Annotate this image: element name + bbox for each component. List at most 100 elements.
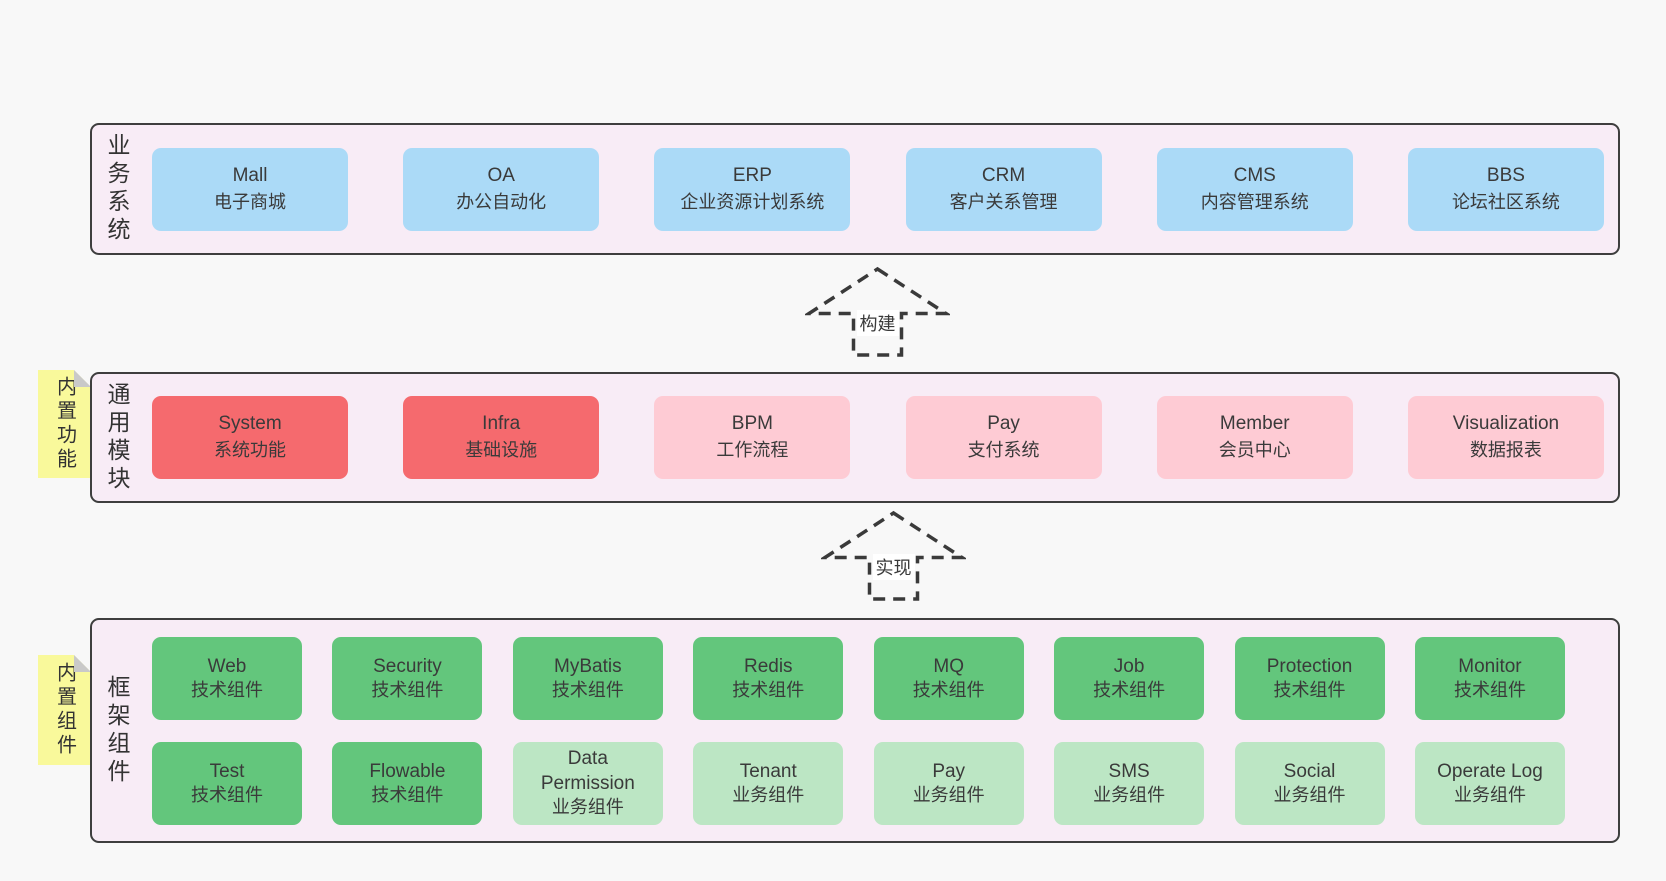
arrow-implement: 实现 xyxy=(821,510,966,602)
arrow-label: 构建 xyxy=(856,310,899,336)
box-security: Security 技术组件 xyxy=(332,636,483,720)
box-subtitle: 技术组件 xyxy=(1453,679,1526,700)
box-protection: Protection 技术组件 xyxy=(1234,636,1385,720)
box-subtitle: 论坛社区系统 xyxy=(1451,191,1560,212)
box-subtitle: 业务组件 xyxy=(1273,784,1346,805)
box-operate-log: Operate Log 业务组件 xyxy=(1414,741,1565,825)
box-job: Job 技术组件 xyxy=(1054,636,1205,720)
box-flowable: Flowable 技术组件 xyxy=(332,741,483,825)
components-row-2: Test 技术组件 Flowable 技术组件 Data Permission … xyxy=(152,741,1565,825)
box-name: Pay xyxy=(932,760,966,782)
box-infra: Infra 基础设施 xyxy=(403,396,600,479)
box-name: MQ xyxy=(933,655,964,677)
box-mybatis: MyBatis 技术组件 xyxy=(512,636,663,720)
box-subtitle: 会员中心 xyxy=(1218,440,1291,461)
band-label: 框架组件 xyxy=(104,674,130,787)
box-name: MyBatis xyxy=(554,655,622,677)
box-subtitle: 支付系统 xyxy=(967,440,1040,461)
box-subtitle: 业务组件 xyxy=(1453,784,1526,805)
box-subtitle: 基础设施 xyxy=(465,440,538,461)
box-name: BBS xyxy=(1486,164,1525,186)
box-name: Security xyxy=(373,655,442,677)
box-name: Infra xyxy=(482,413,521,435)
components-row-1: Web 技术组件 Security 技术组件 MyBatis 技术组件 Redi… xyxy=(152,636,1565,720)
box-subtitle: 技术组件 xyxy=(191,679,263,700)
box-subtitle: 业务组件 xyxy=(551,797,624,818)
box-erp: ERP 企业资源计划系统 xyxy=(654,147,851,231)
box-subtitle: 业务组件 xyxy=(912,784,985,805)
box-subtitle: 客户关系管理 xyxy=(949,191,1058,212)
box-subtitle: 技术组件 xyxy=(912,679,985,700)
box-name: Member xyxy=(1219,413,1290,435)
box-test: Test 技术组件 xyxy=(152,741,302,825)
box-tenant: Tenant 业务组件 xyxy=(693,741,844,825)
band-label: 业务系统 xyxy=(104,133,130,245)
box-subtitle: 内容管理系统 xyxy=(1200,191,1309,212)
box-name: Redis xyxy=(743,655,793,677)
band-content: System 系统功能 Infra 基础设施 BPM 工作流程 Pay 支付系统… xyxy=(128,374,1618,501)
box-name: System xyxy=(218,413,282,435)
box-mall: Mall 电子商城 xyxy=(152,147,348,231)
box-oa: OA 办公自动化 xyxy=(403,147,600,231)
box-visualization: Visualization 数据报表 xyxy=(1407,396,1604,479)
box-name: Job xyxy=(1113,655,1145,677)
box-data-permission: Data Permission 业务组件 xyxy=(512,741,663,825)
box-name: SMS xyxy=(1108,760,1150,782)
box-name: BPM xyxy=(731,413,773,435)
box-name: Protection xyxy=(1266,655,1353,677)
box-name: Social xyxy=(1283,760,1336,782)
box-monitor: Monitor 技术组件 xyxy=(1414,636,1565,720)
band-business-systems: 业务系统 Mall 电子商城 OA 办公自动化 ERP 企业资源计划系统 CRM… xyxy=(90,123,1620,255)
box-subtitle: 技术组件 xyxy=(1093,679,1166,700)
box-web: Web 技术组件 xyxy=(152,636,302,720)
box-mq: MQ 技术组件 xyxy=(873,636,1024,720)
box-subtitle: 业务组件 xyxy=(1093,784,1166,805)
box-name: Test xyxy=(209,760,245,782)
box-bpm: BPM 工作流程 xyxy=(654,396,851,479)
box-name: ERP xyxy=(732,164,772,186)
band-label: 通用模块 xyxy=(104,381,130,494)
box-name: Web xyxy=(207,655,247,677)
box-name: CRM xyxy=(981,164,1026,186)
box-name: Flowable xyxy=(369,760,446,782)
sticky-note-built-in-components: 内置组件 xyxy=(38,655,91,765)
box-subtitle: 企业资源计划系统 xyxy=(680,191,825,212)
box-member: Member 会员中心 xyxy=(1156,396,1353,479)
box-subtitle: 系统功能 xyxy=(214,440,286,461)
band-content: Mall 电子商城 OA 办公自动化 ERP 企业资源计划系统 CRM 客户关系… xyxy=(128,125,1618,253)
sticky-note-built-in-features: 内置功能 xyxy=(38,370,91,478)
box-name: Monitor xyxy=(1458,655,1522,677)
box-name: OA xyxy=(487,164,515,186)
arrow-label: 实现 xyxy=(872,554,915,580)
box-cms: CMS 内容管理系统 xyxy=(1156,147,1353,231)
box-name: Mall xyxy=(232,164,268,186)
box-crm: CRM 客户关系管理 xyxy=(905,147,1102,231)
box-social: Social 业务组件 xyxy=(1234,741,1385,825)
box-subtitle: 技术组件 xyxy=(371,784,444,805)
box-sms: SMS 业务组件 xyxy=(1054,741,1205,825)
box-subtitle: 工作流程 xyxy=(716,440,789,461)
sticky-note-label: 内置功能 xyxy=(53,376,76,472)
box-name: CMS xyxy=(1233,164,1276,186)
box-name: Tenant xyxy=(739,760,797,782)
box-subtitle: 技术组件 xyxy=(732,679,805,700)
box-pay: Pay 支付系统 xyxy=(905,396,1102,479)
band-common-modules: 通用模块 System 系统功能 Infra 基础设施 BPM 工作流程 Pay… xyxy=(90,372,1620,503)
box-name: Visualization xyxy=(1452,413,1560,435)
box-subtitle: 电子商城 xyxy=(214,191,286,212)
band-framework-components: 框架组件 Web 技术组件 Security 技术组件 MyBatis 技术组件… xyxy=(90,618,1620,843)
box-bbs: BBS 论坛社区系统 xyxy=(1407,147,1604,231)
band-content: Web 技术组件 Security 技术组件 MyBatis 技术组件 Redi… xyxy=(128,620,1618,841)
box-pay-business: Pay 业务组件 xyxy=(873,741,1024,825)
arrow-build: 构建 xyxy=(805,266,950,358)
box-subtitle: 数据报表 xyxy=(1469,440,1542,461)
box-name: Operate Log xyxy=(1437,760,1543,782)
box-name: Pay xyxy=(987,413,1020,435)
box-subtitle: 技术组件 xyxy=(551,679,624,700)
box-subtitle: 技术组件 xyxy=(1273,679,1346,700)
box-subtitle: 技术组件 xyxy=(191,784,263,805)
box-redis: Redis 技术组件 xyxy=(693,636,844,720)
box-subtitle: 技术组件 xyxy=(371,679,444,700)
box-subtitle: 业务组件 xyxy=(732,784,805,805)
